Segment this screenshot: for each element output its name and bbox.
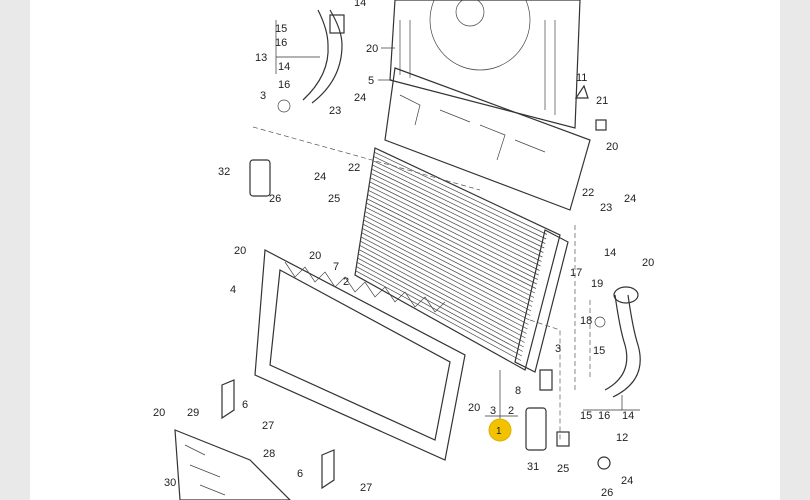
callout-label[interactable]: 23 xyxy=(600,202,612,214)
radiator-fin xyxy=(372,164,545,249)
callout-label[interactable]: 19 xyxy=(591,278,603,290)
callout-label[interactable]: 17 xyxy=(570,267,582,279)
callout-label[interactable]: 30 xyxy=(164,477,176,489)
callout-label[interactable]: 25 xyxy=(328,193,340,205)
callout-label[interactable]: 24 xyxy=(624,193,636,205)
radiator-fin xyxy=(358,253,525,343)
callout-label[interactable]: 14 xyxy=(604,247,616,259)
callout-label[interactable]: 8 xyxy=(515,385,521,397)
radiator-fin xyxy=(360,240,528,330)
air-guide xyxy=(384,67,591,211)
callout-label[interactable]: 20 xyxy=(309,250,321,262)
radiator-fin xyxy=(373,156,547,240)
callout-label[interactable]: 26 xyxy=(269,193,281,205)
radiator-fin xyxy=(368,190,539,276)
radiator-fin xyxy=(366,198,537,285)
callout-label[interactable]: 24 xyxy=(354,92,366,104)
callout-label[interactable]: 21 xyxy=(596,95,608,107)
callout-label[interactable]: 25 xyxy=(557,463,569,475)
exploded-parts-diagram: 14 15 16 13 14 20 5 16 3 24 23 22 11 21 … xyxy=(153,0,654,500)
callout-label[interactable]: 12 xyxy=(616,432,628,444)
callout-label[interactable]: 23 xyxy=(329,105,341,117)
callout-label[interactable]: 15 xyxy=(593,345,605,357)
radiator-fin xyxy=(369,181,541,267)
callout-label[interactable]: 22 xyxy=(348,162,360,174)
radiator-fin xyxy=(355,270,522,361)
diagram-canvas: 14 15 16 13 14 20 5 16 3 24 23 22 11 21 … xyxy=(30,0,780,500)
radiator-fin xyxy=(360,236,529,325)
callout-label[interactable]: 14 xyxy=(278,61,290,73)
callout-label[interactable]: 14 xyxy=(622,410,634,422)
radiator-fin xyxy=(366,202,537,289)
radiator-fin xyxy=(364,211,535,298)
callout-label[interactable]: 20 xyxy=(468,402,480,414)
radiator-fin xyxy=(362,228,531,316)
callout-label-1[interactable]: 1 xyxy=(496,426,502,437)
callout-label[interactable]: 20 xyxy=(606,141,618,153)
callout-label[interactable]: 7 xyxy=(333,261,339,273)
callout-label[interactable]: 11 xyxy=(576,72,587,84)
radiator-fin xyxy=(367,194,538,280)
radiator-fin xyxy=(372,160,546,244)
callout-label[interactable]: 20 xyxy=(642,257,654,269)
radiator-fin xyxy=(374,151,548,235)
callout-label[interactable]: 24 xyxy=(621,475,633,487)
air-deflector xyxy=(174,429,291,500)
callout-label[interactable]: 3 xyxy=(490,405,496,417)
radiator-fin xyxy=(357,257,524,348)
callout-label[interactable]: 32 xyxy=(218,166,230,178)
radiator-fin xyxy=(364,215,534,303)
radiator-fin xyxy=(361,232,530,321)
callout-label[interactable]: 20 xyxy=(234,245,246,257)
radiator-fin xyxy=(358,249,526,339)
radiator-fin xyxy=(365,206,536,294)
callout-labels: 14 15 16 13 14 20 5 16 3 24 23 22 11 21 … xyxy=(153,0,654,499)
callout-label[interactable]: 6 xyxy=(297,468,303,480)
lower-coolant-hose xyxy=(604,286,641,398)
callout-label[interactable]: 26 xyxy=(601,487,613,499)
fan-shroud xyxy=(389,0,581,129)
callout-label[interactable]: 3 xyxy=(260,90,266,102)
callout-label[interactable]: 24 xyxy=(314,171,326,183)
radiator-fin xyxy=(368,185,540,271)
radiator xyxy=(354,147,569,373)
radiator-fin xyxy=(356,266,523,357)
callout-label[interactable]: 29 xyxy=(187,407,199,419)
callout-label[interactable]: 16 xyxy=(275,37,287,49)
leader-lines xyxy=(275,20,640,420)
callout-label[interactable]: 28 xyxy=(263,448,275,460)
callout-label[interactable]: 2 xyxy=(343,276,349,288)
callout-label[interactable]: 15 xyxy=(275,23,287,35)
callout-label[interactable]: 3 xyxy=(555,343,561,355)
radiator-frame xyxy=(254,249,466,461)
callout-label[interactable]: 22 xyxy=(582,187,594,199)
callout-label[interactable]: 20 xyxy=(366,43,378,55)
radiator-fin xyxy=(370,177,542,262)
callout-label[interactable]: 18 xyxy=(580,315,592,327)
radiator-fin xyxy=(362,223,532,312)
callout-label[interactable]: 20 xyxy=(153,407,165,419)
callout-label[interactable]: 31 xyxy=(527,461,539,473)
callout-label[interactable]: 5 xyxy=(368,75,374,87)
callout-label[interactable]: 4 xyxy=(230,284,236,296)
callout-label[interactable]: 27 xyxy=(360,482,372,494)
radiator-fin xyxy=(363,219,533,307)
radiator-fin xyxy=(371,168,544,253)
callout-label[interactable]: 16 xyxy=(278,79,290,91)
small-parts xyxy=(221,84,611,490)
callout-label[interactable]: 6 xyxy=(242,399,248,411)
callout-label[interactable]: 13 xyxy=(255,52,267,64)
radiator-fin xyxy=(370,173,543,258)
callout-label[interactable]: 15 xyxy=(580,410,592,422)
radiator-fin xyxy=(359,245,527,334)
callout-label[interactable]: 14 xyxy=(354,0,366,9)
callout-1-highlight[interactable] xyxy=(488,418,512,442)
callout-label[interactable]: 2 xyxy=(508,405,514,417)
callout-label[interactable]: 16 xyxy=(598,410,610,422)
upper-coolant-hose xyxy=(302,9,345,104)
callout-label[interactable]: 27 xyxy=(262,420,274,432)
